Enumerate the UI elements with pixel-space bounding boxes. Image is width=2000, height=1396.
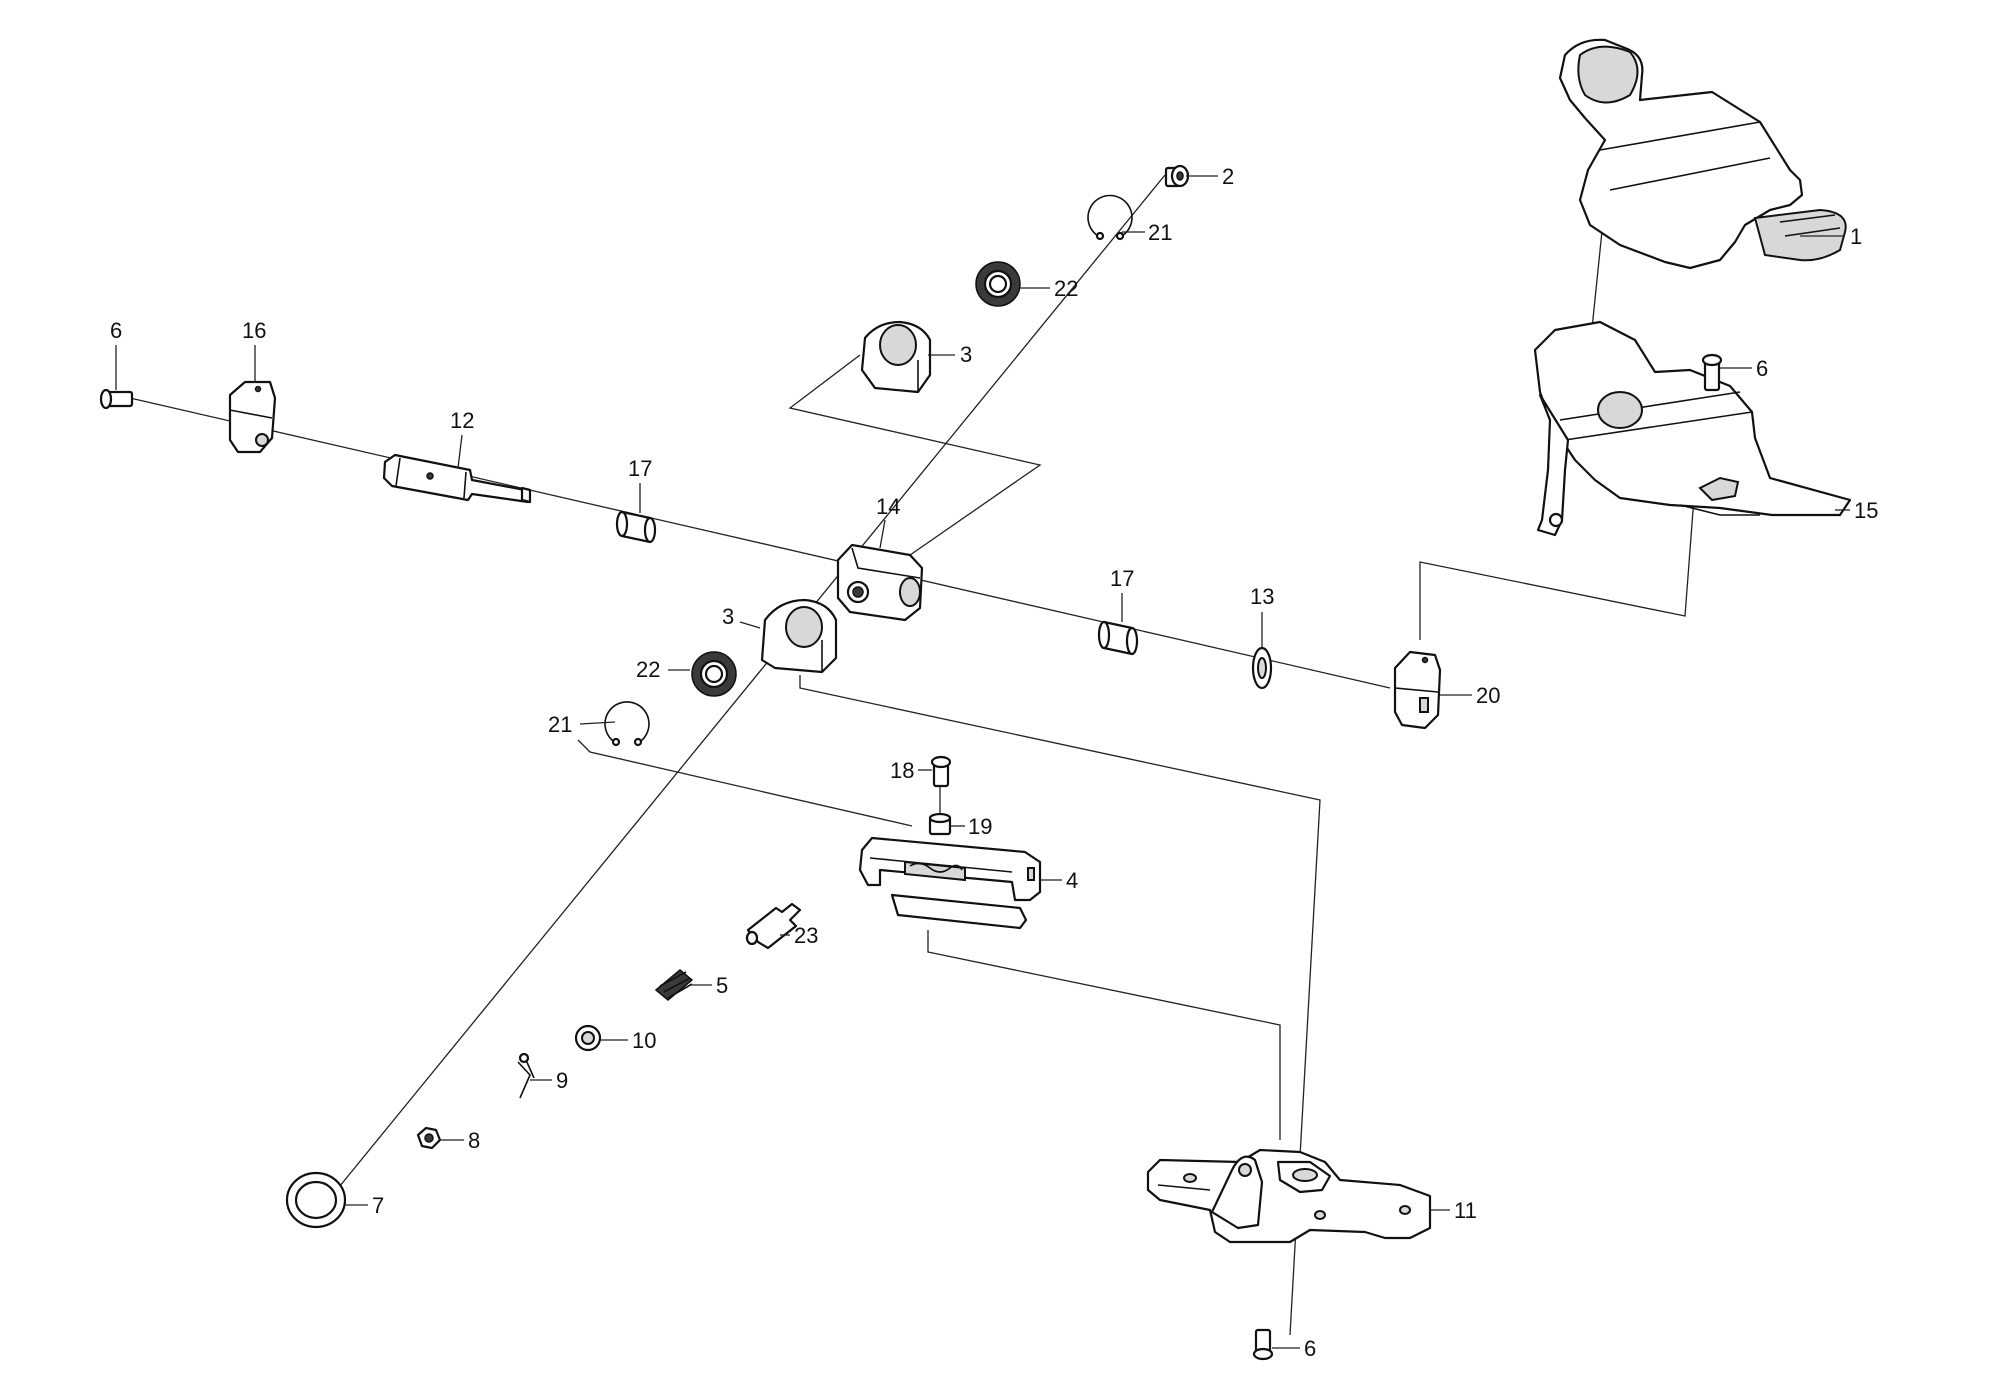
part-9-cotter-pin [517, 1052, 535, 1099]
part-20-small-clamp [1393, 650, 1442, 730]
part-22-bearing-lower [691, 651, 737, 697]
label-part-23: 23 [794, 923, 818, 948]
label-part-21-upper: 21 [1148, 220, 1172, 245]
label-part-17-right: 17 [1110, 566, 1134, 591]
part-3-housing-lower [760, 598, 838, 674]
label-part-17-left: 17 [628, 456, 652, 481]
part-6-screw-upper-right [1701, 353, 1723, 392]
part-14-center-block [836, 543, 924, 622]
label-part-11: 11 [1454, 1198, 1477, 1223]
label-part-7: 7 [372, 1193, 384, 1218]
part-6-screw-bottom [1252, 1328, 1274, 1361]
part-11-mounting-plate [1146, 1148, 1432, 1244]
part-labels: 1 2 21 22 3 6 16 12 17 14 3 17 13 20 6 1… [110, 164, 1878, 1361]
label-part-20: 20 [1476, 683, 1500, 708]
part-18-screw [930, 755, 952, 788]
label-part-10: 10 [632, 1028, 656, 1053]
label-part-6-upper-right: 6 [1756, 356, 1768, 381]
part-19-spacer [928, 812, 952, 836]
label-part-12: 12 [450, 408, 474, 433]
part-22-bearing-upper [975, 261, 1021, 307]
label-part-9: 9 [556, 1068, 568, 1093]
part-8-nut [416, 1126, 442, 1150]
part-2-bolt [1164, 164, 1190, 188]
label-part-22-lower: 22 [636, 657, 660, 682]
label-part-15: 15 [1854, 498, 1878, 523]
label-part-18: 18 [890, 758, 914, 783]
part-4-bracket [858, 836, 1042, 930]
part-5-spring [654, 969, 694, 1001]
leader-lines [115, 175, 1850, 1349]
part-21-circlip-upper [1087, 194, 1133, 241]
part-10-washer [574, 1024, 602, 1052]
label-part-1: 1 [1850, 224, 1862, 249]
label-part-3-upper: 3 [960, 342, 972, 367]
label-part-2: 2 [1222, 164, 1234, 189]
part-15-lever [1533, 320, 1852, 537]
part-3-housing-upper [860, 320, 932, 394]
label-part-16: 16 [242, 318, 266, 343]
part-21-circlip-lower [604, 701, 650, 747]
part-12-shaft [382, 453, 532, 504]
label-part-13: 13 [1250, 584, 1274, 609]
label-part-5: 5 [716, 973, 728, 998]
label-part-22-upper: 22 [1054, 276, 1078, 301]
label-part-8: 8 [468, 1128, 480, 1153]
part-16-clamp [228, 380, 277, 454]
part-23-pin [745, 902, 802, 950]
label-part-6-left: 6 [110, 318, 122, 343]
label-part-6-bottom: 6 [1304, 1336, 1316, 1361]
label-part-21-lower: 21 [548, 712, 572, 737]
part-1-knob [1558, 38, 1847, 270]
part-7-cap [285, 1171, 347, 1229]
assembly-lines [129, 174, 1713, 1336]
part-6-screw-left [99, 388, 134, 410]
label-part-4: 4 [1066, 868, 1078, 893]
label-part-19: 19 [968, 814, 992, 839]
label-part-14: 14 [876, 494, 900, 519]
label-part-3-lower: 3 [722, 604, 734, 629]
part-13-washer [1251, 646, 1273, 690]
part-17-bushing-left [615, 510, 657, 544]
part-17-bushing-right [1097, 620, 1139, 656]
